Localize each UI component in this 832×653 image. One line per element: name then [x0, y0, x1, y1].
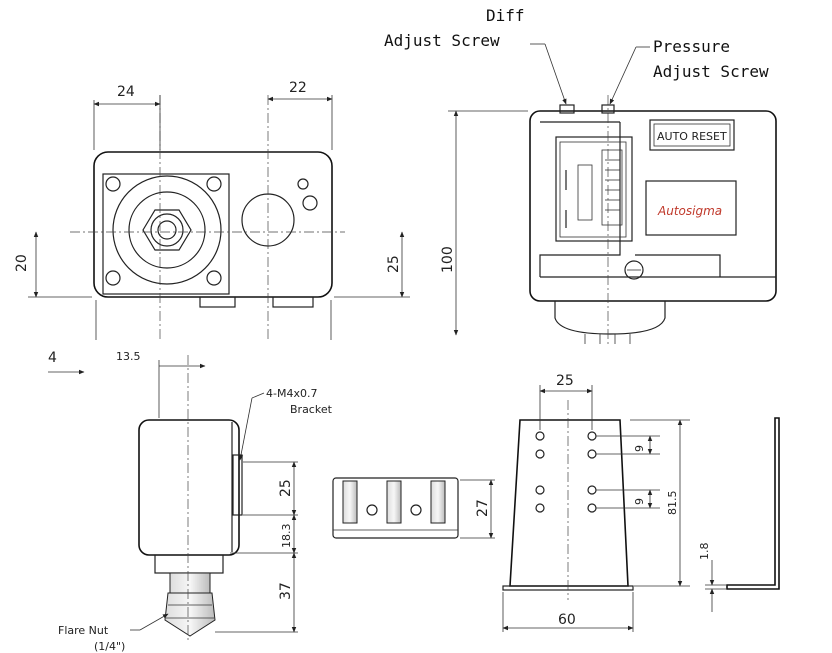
dim-100: 100 [440, 110, 528, 336]
dim-37-label: 37 [278, 582, 294, 600]
l-plate-view: 1.8 [698, 417, 780, 612]
dim-bracket-25-label: 25 [556, 373, 574, 389]
dim-25-right: 25 [334, 231, 410, 298]
dim-9b-label: 9 [633, 498, 646, 505]
pressure-label-line2: Adjust Screw [653, 62, 769, 81]
diff-label-line1: Diff [486, 6, 525, 25]
dim-24: 24 [93, 84, 161, 150]
dim-18-3-label: 18.3 [280, 524, 293, 549]
dim-27-label: 27 [475, 499, 491, 517]
panel-view: AUTO RESET Autosigma [529, 95, 777, 345]
diff-callout: Diff Adjust Screw [384, 6, 567, 105]
dim-22: 22 [267, 80, 333, 150]
bracket-callout-line1: 4-M4x0.7 [266, 387, 317, 400]
dim-20: 20 [14, 231, 92, 298]
dim-9a-label: 9 [633, 445, 646, 452]
pressure-label-line1: Pressure [653, 37, 730, 56]
side-view: 4 13.5 4-M4x0.7 Bracket 25 18.3 37 Flare… [48, 350, 333, 653]
bracket-side-view: 27 [332, 477, 495, 539]
dim-24-label: 24 [117, 84, 135, 100]
dim-13-5-label: 13.5 [116, 350, 141, 363]
dim-60-label: 60 [558, 612, 576, 628]
dim-4-label: 4 [48, 350, 57, 366]
dim-100-label: 100 [440, 246, 456, 273]
dim-22-label: 22 [289, 80, 307, 96]
flare-callout-line1: Flare Nut [58, 624, 109, 637]
brand-logo: Autosigma [657, 204, 722, 218]
dim-side-25-label: 25 [278, 479, 294, 497]
dim-1-8-label: 1.8 [698, 543, 711, 561]
dim-25-label: 25 [386, 255, 402, 273]
dim-81-5-label: 81.5 [666, 491, 679, 516]
flare-callout-line2: (1/4") [94, 640, 125, 653]
pressure-callout: Pressure Adjust Screw [609, 37, 769, 105]
diff-label-line2: Adjust Screw [384, 31, 500, 50]
bracket-front-view: 25 9 9 81.5 60 [502, 373, 690, 632]
dim-20-label: 20 [14, 254, 30, 272]
front-view [70, 95, 345, 340]
bracket-callout-line2: Bracket [290, 403, 333, 416]
auto-reset-label: AUTO RESET [657, 130, 727, 143]
